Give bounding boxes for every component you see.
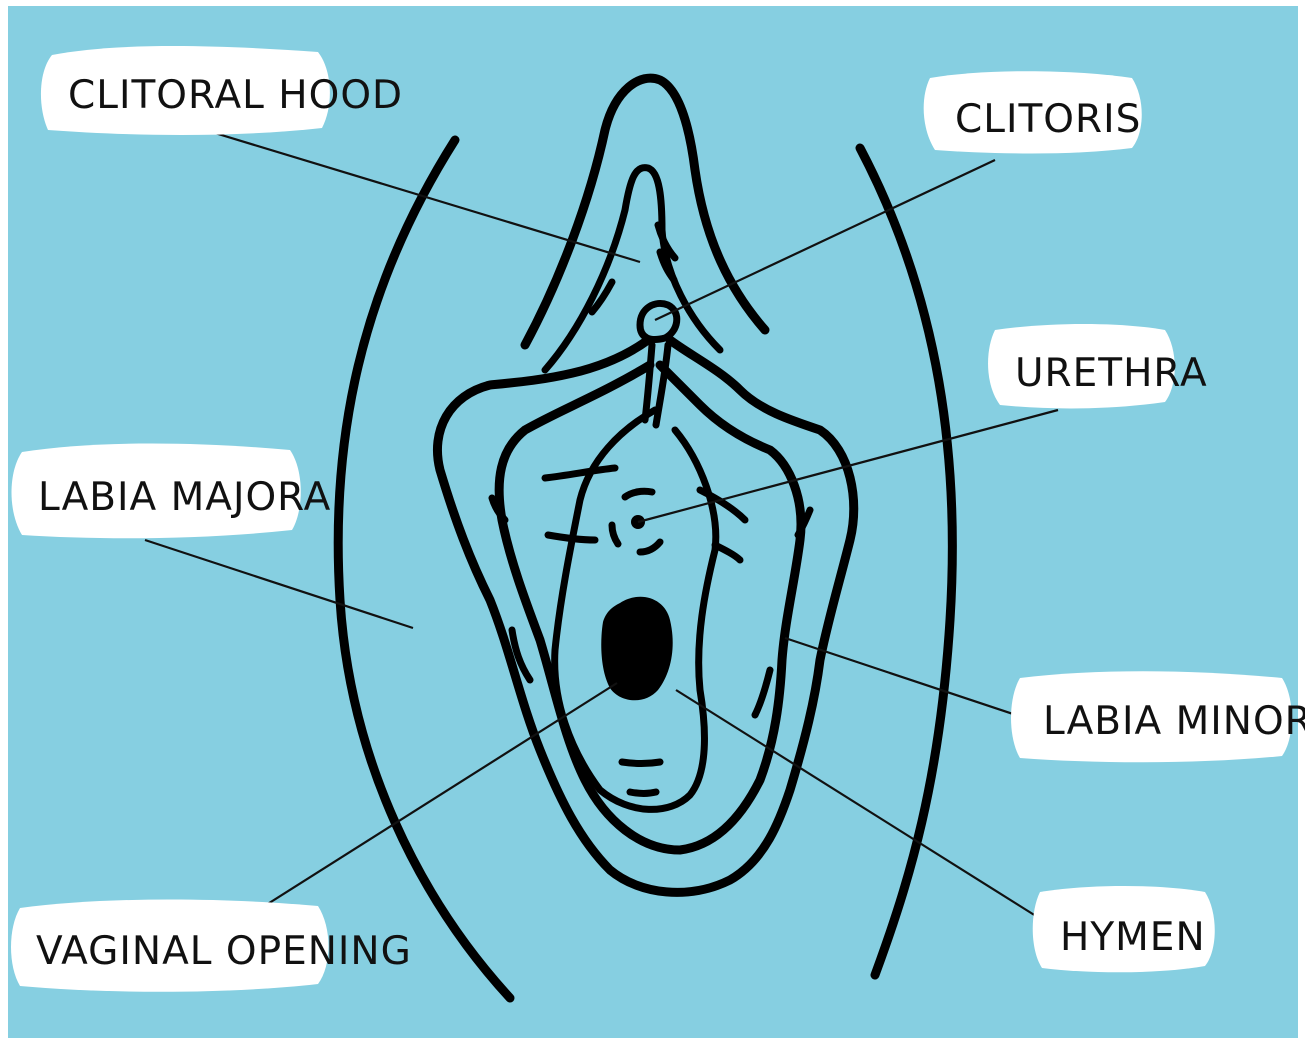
perineum-tick-2 bbox=[630, 792, 656, 794]
label-labia-minora: LABIA MINORA bbox=[1011, 671, 1305, 762]
label-hymen: HYMEN bbox=[1033, 886, 1215, 972]
label-vaginal-opening-text: VAGINAL OPENING bbox=[36, 929, 412, 974]
label-clitoris-text: CLITORIS bbox=[955, 97, 1141, 142]
label-labia-majora: LABIA MAJORA bbox=[12, 444, 332, 539]
label-urethra-text: URETHRA bbox=[1015, 351, 1208, 396]
label-labia-minora-text: LABIA MINORA bbox=[1043, 699, 1305, 744]
label-hymen-text: HYMEN bbox=[1060, 915, 1206, 960]
label-labia-majora-text: LABIA MAJORA bbox=[38, 475, 331, 520]
label-clitoral-hood-text: CLITORAL HOOD bbox=[68, 73, 403, 118]
perineum-tick-1 bbox=[622, 762, 660, 764]
label-clitoris: CLITORIS bbox=[924, 71, 1142, 153]
